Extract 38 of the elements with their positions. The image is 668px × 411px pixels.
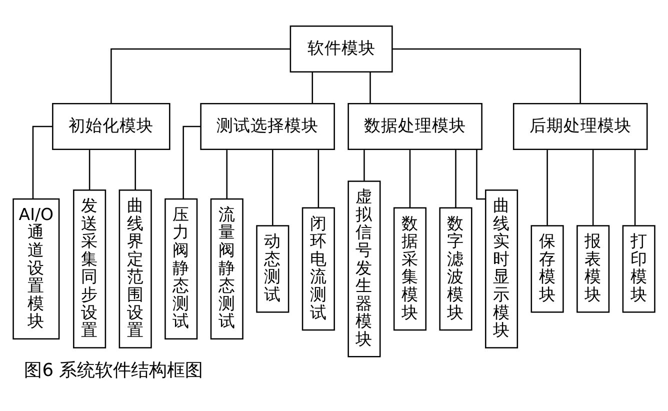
connector [455,150,456,208]
node-box: 动态测试 [256,224,290,312]
connector [272,150,274,225]
connector [226,150,228,198]
connector [634,150,636,225]
node-box: 闭环电流测试 [302,206,335,330]
connector [318,150,320,208]
connector [32,125,52,198]
connector [592,150,594,225]
connector [134,150,136,190]
node-box: 发送采集同步设置 [73,188,106,348]
node-box: 测试选择模块 [200,102,335,150]
node-box: 数据采集模块 [393,206,426,330]
connector [546,150,548,225]
connector [392,48,581,103]
node-box: 初始化模块 [52,102,170,150]
node-box: 虚拟信号发生器模块 [348,180,381,357]
node-box: 曲线界定范围设置 [118,188,152,348]
connector [88,150,90,190]
connector [370,72,371,103]
node-box: 数据处理模块 [348,102,482,150]
connector [364,150,365,180]
node-box: AI/O通道设置模块 [12,198,60,339]
connector [110,48,290,103]
connector [409,150,411,208]
caption: 图6 系统软件结构框图 [24,359,204,380]
node-box: 后期处理模块 [512,102,648,150]
connector [182,125,201,198]
node-box: 流量阀静态测试 [210,198,244,339]
node-box: 保存模块 [530,224,564,312]
node-box: 压力阀静态测试 [164,198,198,339]
node-box: 数字滤波模块 [439,206,472,330]
node-box: 曲线实时显示模块 [485,188,518,348]
connector [476,148,486,200]
node-box: 报表模块 [576,224,610,312]
node-box: 软件模块 [290,24,393,72]
node-box: 打印模块 [622,224,656,312]
connector [312,72,314,103]
